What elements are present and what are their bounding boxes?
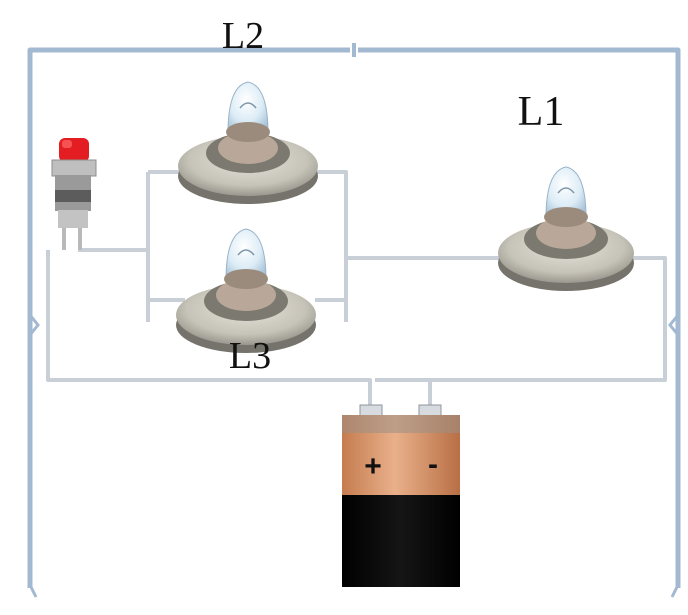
lamp-l3 bbox=[176, 228, 316, 353]
wire-outer-right-bend bbox=[668, 314, 680, 336]
wire-parallel-block bbox=[146, 170, 348, 322]
push-button-switch bbox=[51, 138, 97, 250]
label-l2: L2 bbox=[222, 15, 264, 57]
wires bbox=[27, 43, 681, 598]
label-l3: L3 bbox=[229, 335, 271, 377]
battery: + - bbox=[342, 404, 460, 587]
battery-plus-sign: + bbox=[364, 450, 382, 483]
wire-outer-right-tip bbox=[670, 584, 680, 598]
wire-outer-left-tip bbox=[28, 584, 38, 598]
battery-minus-sign: - bbox=[428, 448, 438, 481]
wire-outer-left-bend bbox=[28, 314, 40, 336]
wire-outer-top bbox=[27, 47, 681, 588]
label-l1: L1 bbox=[518, 89, 565, 135]
lamp-l1 bbox=[498, 166, 634, 291]
lamp-l2 bbox=[178, 81, 318, 204]
